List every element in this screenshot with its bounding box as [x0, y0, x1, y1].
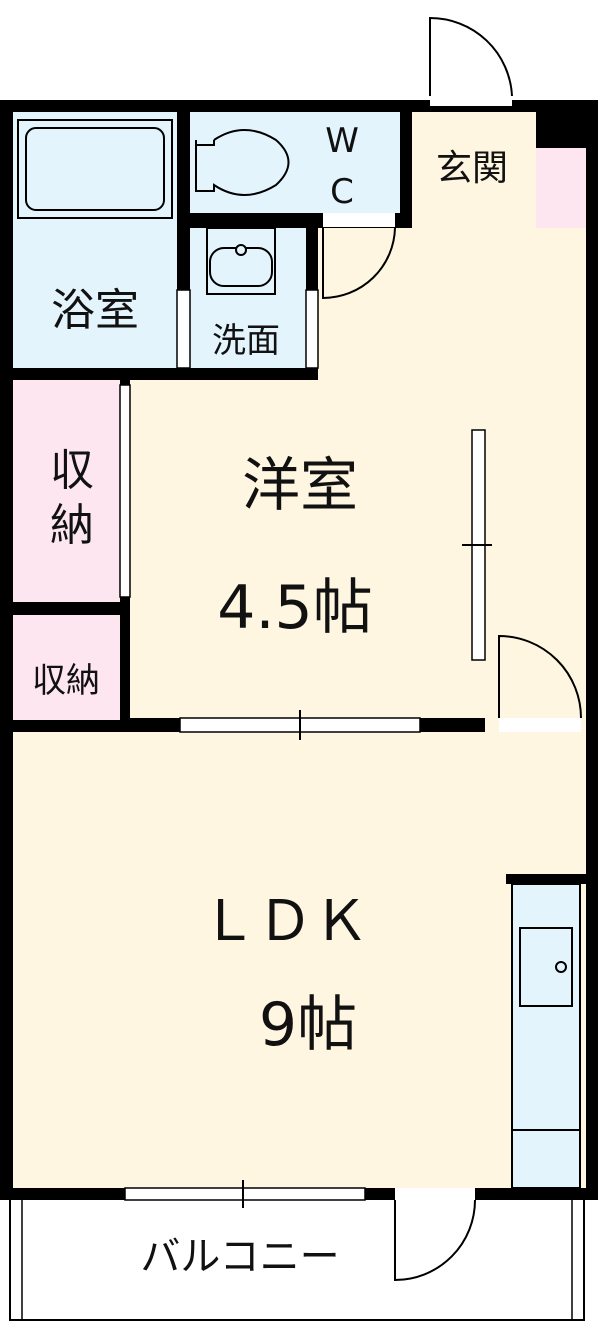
western-room-label: 洋室: [242, 451, 358, 519]
storage-1: [13, 380, 120, 602]
toilet-icon: [195, 129, 290, 196]
storage-1-label-top: 収: [50, 445, 94, 496]
wc-label-c: C: [330, 172, 354, 212]
wc-label-w: W: [325, 121, 359, 161]
bath-label: 浴室: [51, 285, 139, 336]
shoe-storage: [536, 148, 586, 228]
wc-door[interactable]: [322, 213, 396, 300]
bath-room: [13, 112, 177, 368]
sliding-door-ldk[interactable]: [179, 710, 421, 740]
western-room-size: 4.5帖: [217, 573, 372, 643]
balcony-area: [9, 1197, 585, 1321]
western-room: [130, 380, 472, 718]
ldk-size: 9帖: [259, 990, 357, 1060]
balcony-window[interactable]: [124, 1180, 366, 1208]
kitchen-counter: [511, 883, 581, 1189]
washroom: [190, 228, 306, 368]
storage-1-label-bottom: 納: [50, 500, 94, 551]
storage-door[interactable]: [119, 384, 131, 598]
storage-2: [13, 615, 120, 720]
western-room-door[interactable]: [498, 634, 582, 732]
balcony-door[interactable]: [394, 1188, 476, 1282]
balcony-label: バルコニー: [140, 1234, 339, 1280]
sliding-door-western-room[interactable]: [462, 429, 492, 661]
ldk-room: [13, 732, 586, 1188]
ldk-label: ＬＤＫ: [201, 889, 369, 954]
wc-room: [190, 112, 400, 213]
entrance-label: 玄関: [436, 148, 508, 189]
bathtub: [17, 119, 173, 219]
washroom-label: 洗面: [212, 321, 280, 361]
entrance-area: [412, 112, 536, 228]
sliding-door-bath[interactable]: [176, 289, 319, 369]
front-door[interactable]: [429, 16, 513, 106]
sink-icon: [206, 227, 276, 295]
kitchen-sink: [519, 927, 573, 1007]
storage-2-label: 収納: [32, 661, 100, 701]
